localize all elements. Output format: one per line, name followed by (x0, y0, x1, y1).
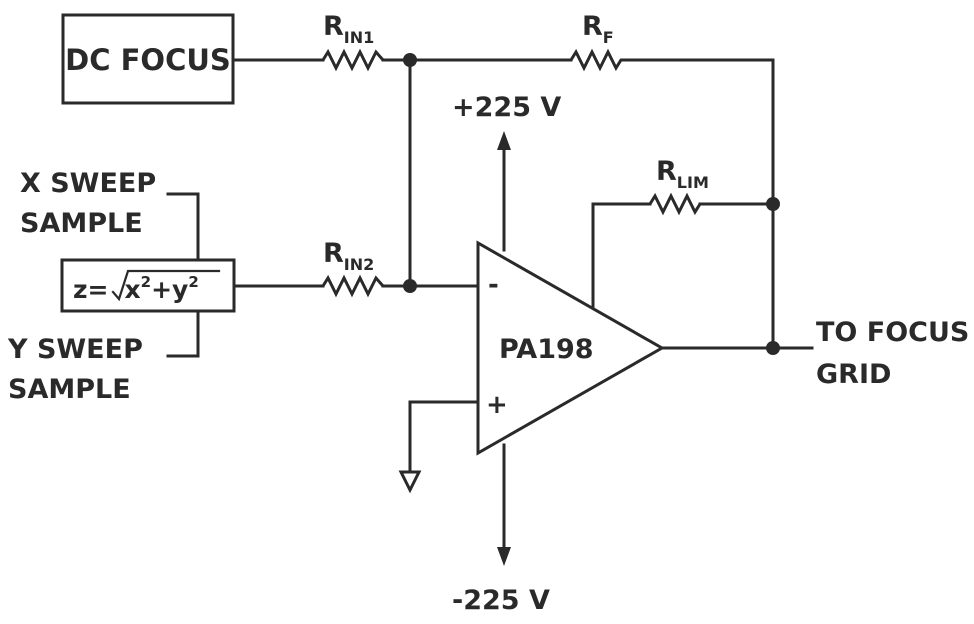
dc-focus-label: DC FOCUS (65, 43, 231, 77)
negative-supply-label: -225 V (452, 585, 550, 616)
rin1-label: RIN1 (323, 11, 374, 47)
positive-supply-arrow-icon (497, 131, 511, 150)
resistor-rin1 (321, 48, 385, 72)
output-label-line1: TO FOCUS (816, 317, 969, 348)
junction-dot (403, 279, 417, 293)
rf-label: RF (582, 11, 614, 47)
resistor-rin2 (321, 274, 385, 298)
y-sweep-label-line1: Y SWEEP (7, 334, 143, 365)
rin2-label: RIN2 (323, 238, 374, 274)
negative-supply-arrow-icon (497, 547, 511, 566)
dc-focus-block (61, 13, 235, 105)
opamp-triangle (476, 240, 666, 456)
output-label-line2: GRID (816, 359, 891, 390)
opamp-plus-sign: + (486, 390, 508, 420)
ground-icon (398, 470, 422, 494)
opamp-minus-sign: - (488, 270, 499, 300)
formula-block (60, 258, 236, 313)
wires (166, 58, 814, 554)
x-sweep-label-line2: SAMPLE (20, 208, 143, 239)
junction-dot (766, 197, 780, 211)
x-sweep-label-line1: X SWEEP (20, 168, 156, 199)
sqrt-symbol (111, 269, 221, 302)
resistor-rf (569, 48, 625, 72)
opamp-name: PA198 (499, 334, 594, 365)
positive-supply-label: +225 V (452, 92, 561, 123)
junction-dot (403, 53, 417, 67)
resistor-rlim (648, 192, 702, 216)
y-sweep-label-line2: SAMPLE (8, 374, 131, 405)
formula-text: z=x2+y2 (73, 273, 199, 304)
rlim-label: RLIM (656, 156, 709, 192)
junction-dot (766, 341, 780, 355)
